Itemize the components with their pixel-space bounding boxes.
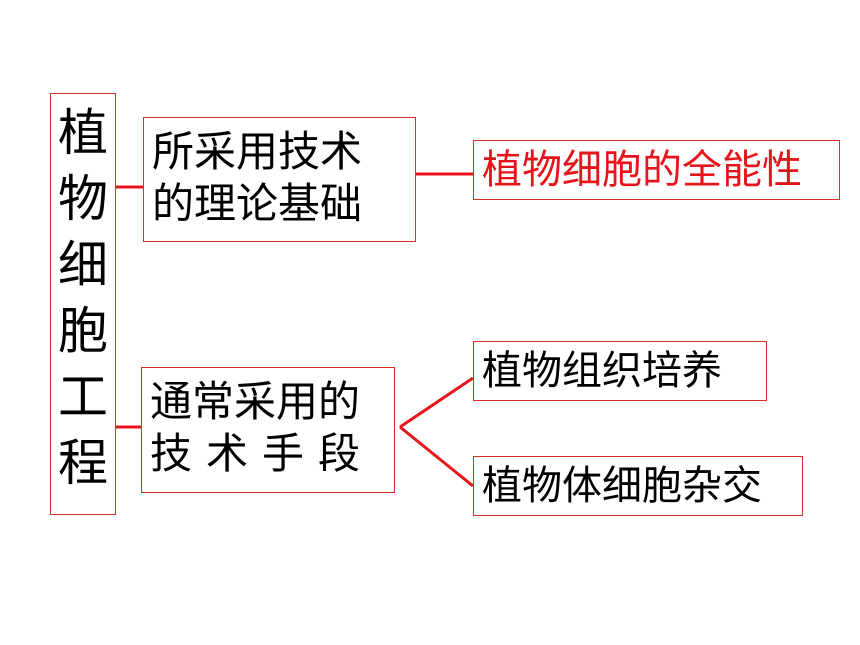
tissue-culture-label: 植物组织培养 [482,348,722,394]
totipotency-node: 植物细胞的全能性 [473,140,840,200]
method-label-line2: 技术手段 [150,429,375,478]
somatic-hybridization-node: 植物体细胞杂交 [473,456,803,516]
somatic-hybridization-label: 植物体细胞杂交 [482,463,762,509]
theory-label: 所采用技术 的理论基础 [152,126,362,230]
method-label: 通常采用的 技术手段 [150,376,374,480]
totipotency-label: 植物细胞的全能性 [482,147,802,193]
tissue-culture-node: 植物组织培养 [473,341,767,401]
root-node: 植物细胞工程 [50,93,116,515]
connector-method-hybrid [399,425,474,488]
theory-label-line1: 所采用技术 [152,127,363,176]
root-label: 植物细胞工程 [58,104,108,492]
theory-node: 所采用技术 的理论基础 [143,117,416,242]
method-node: 通常采用的 技术手段 [141,367,395,493]
method-label-line1: 通常采用的 [150,377,361,426]
theory-label-line2: 的理论基础 [152,179,363,228]
connector-method-tissue [399,376,474,429]
